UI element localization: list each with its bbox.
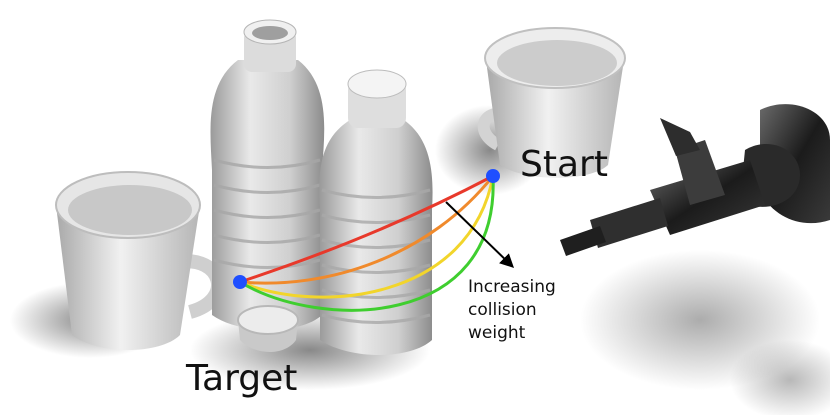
- trajectory-green: [238, 174, 495, 312]
- start-label: Start: [520, 144, 608, 185]
- target-waypoint: [233, 275, 247, 289]
- trajectory-yellow: [238, 174, 495, 299]
- trajectory-red: [238, 174, 495, 284]
- robot-arm: [560, 104, 830, 256]
- mug-left: [55, 171, 225, 350]
- collision-weight-label-line3: weight: [468, 323, 526, 343]
- target-label: Target: [186, 358, 298, 399]
- bottle-cap: [237, 305, 299, 352]
- collision-weight-label-line2: collision: [468, 300, 537, 320]
- collision-weight-arrow: [445, 201, 515, 268]
- trajectories: [238, 174, 495, 312]
- collision-weight-label: Increasing collision weight: [468, 276, 588, 345]
- mug-right: [477, 27, 626, 178]
- collision-weight-label-line1: Increasing: [468, 277, 556, 297]
- start-waypoint: [486, 169, 500, 183]
- trajectory-orange: [238, 174, 495, 285]
